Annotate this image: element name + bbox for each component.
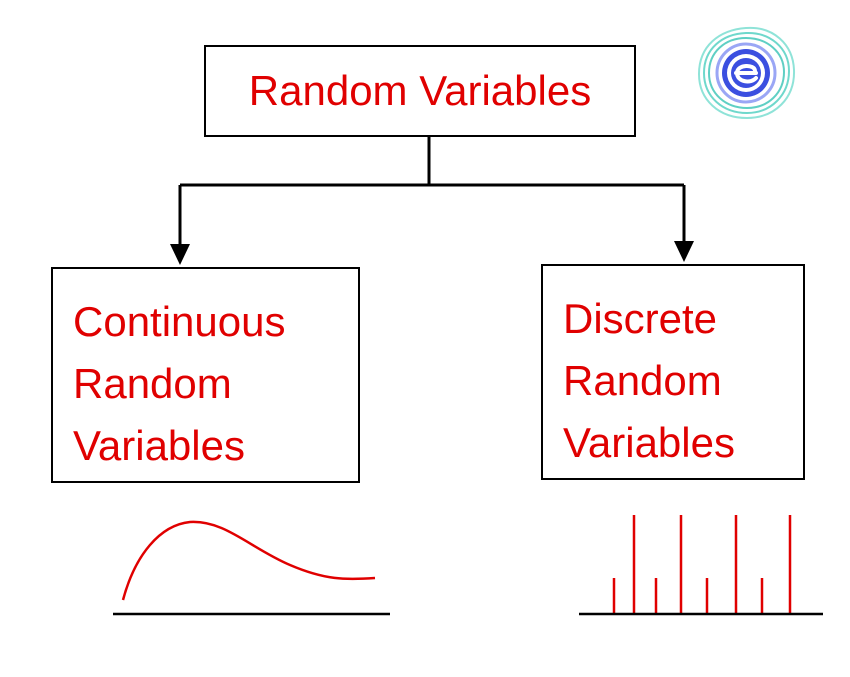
- discrete-distribution-icon: [579, 515, 823, 616]
- root-node-label: Random Variables: [248, 67, 592, 114]
- continuous-distribution-icon: [113, 520, 390, 616]
- continuous-curve: [121, 520, 376, 601]
- continuous-node-box: Continuous Random Variables: [51, 267, 360, 483]
- arrowhead-right: [674, 241, 694, 262]
- embibe-logo-icon: [697, 26, 796, 120]
- root-node-box: Random Variables: [204, 45, 636, 137]
- continuous-node-label: Continuous Random Variables: [73, 298, 286, 469]
- arrowhead-left: [170, 244, 190, 265]
- discrete-node-label: Discrete Random Variables: [563, 295, 735, 466]
- discrete-node-box: Discrete Random Variables: [541, 264, 805, 480]
